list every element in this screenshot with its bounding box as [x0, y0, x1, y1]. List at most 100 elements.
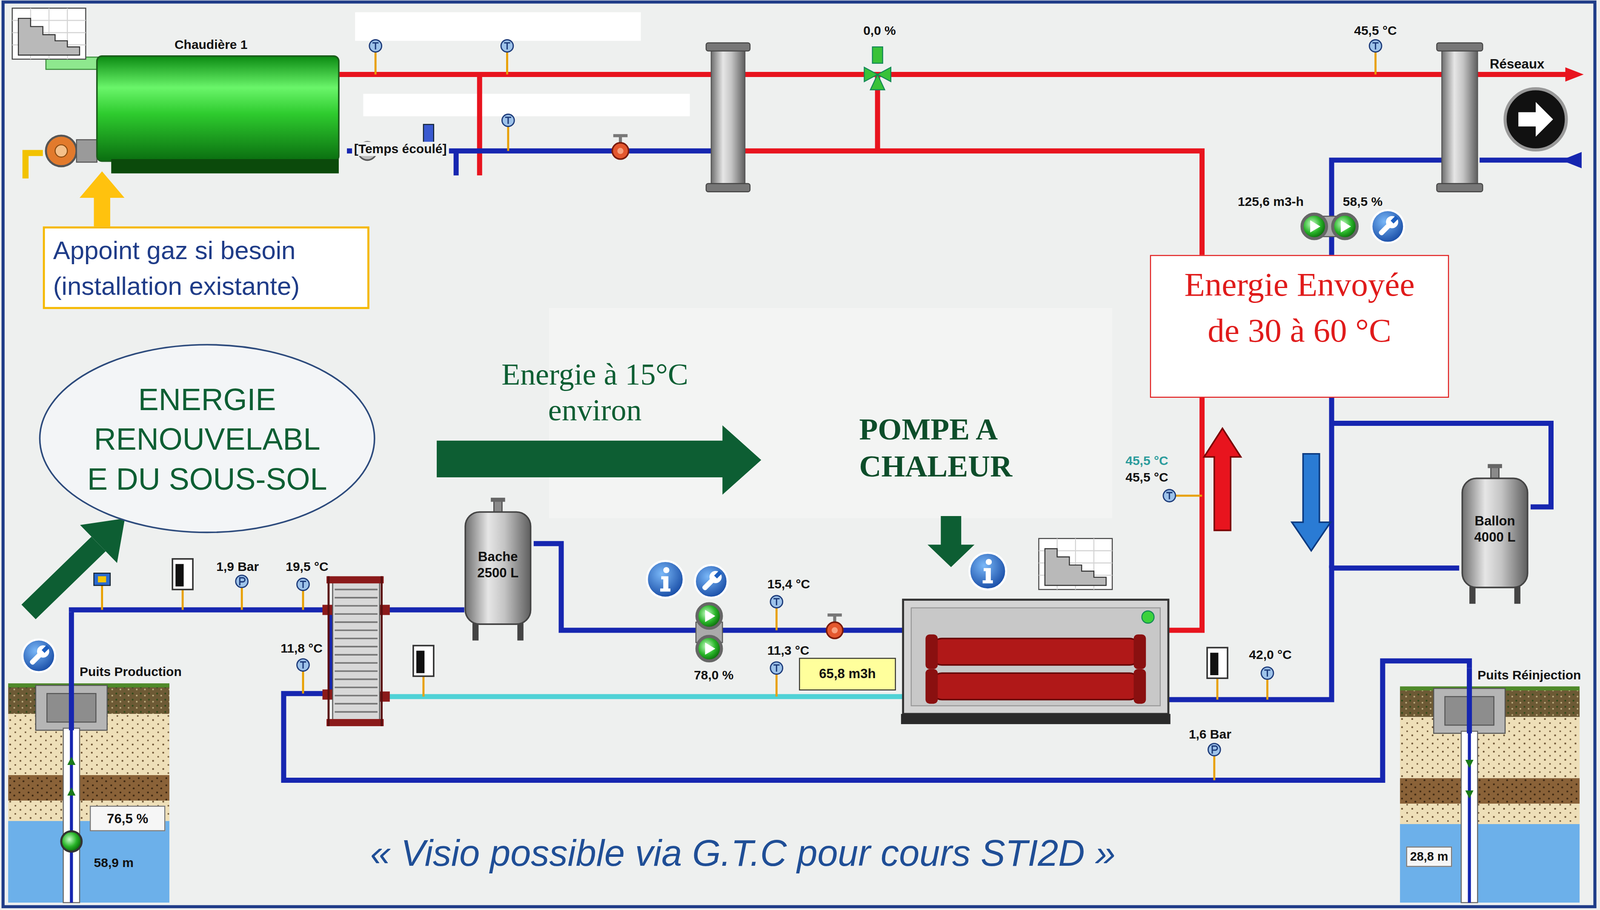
plate-exchanger [328, 576, 382, 727]
heat-pump [931, 638, 1140, 666]
flow-arrow [1565, 67, 1584, 82]
reinjection-well [1465, 760, 1474, 769]
production-well [8, 821, 170, 904]
network-exchanger [1436, 42, 1483, 52]
return-flow-arrow [1291, 454, 1331, 552]
network-exchanger [706, 183, 750, 192]
heat-pump [911, 608, 1161, 707]
temperature-sensor [500, 39, 514, 52]
heat-pump [903, 600, 1169, 715]
info-icon [646, 561, 684, 599]
temperature-sensor [770, 662, 783, 675]
buffer-tank [465, 512, 531, 625]
circulation-pump [1302, 214, 1327, 239]
control-valve [612, 135, 629, 160]
supply-arrow [1204, 428, 1241, 531]
boiler [97, 56, 339, 174]
buffer-tank [472, 623, 479, 642]
measure-value: 45,5 °C [1125, 454, 1168, 469]
storage-tank [1487, 464, 1503, 469]
temperature-sensor [297, 578, 310, 591]
network-exchanger [711, 48, 745, 186]
heat-pump [925, 669, 938, 705]
node-text: ENERGIE RENOUVELABL E DU SOUS-SOL [82, 379, 332, 499]
pressure-sensor [1207, 744, 1221, 757]
navigation-button [1505, 88, 1567, 151]
measure-value: 58,5 % [1342, 194, 1383, 210]
measure-value: 0,0 % [863, 23, 896, 38]
pipe-connector [1168, 568, 1460, 700]
mask-patch [363, 94, 690, 117]
cold-pipe [453, 151, 459, 176]
measure-value: 42,0 °C [1248, 647, 1292, 663]
measure-value: 78,0 % [693, 668, 734, 683]
measure-value: [Temps écoulé] [352, 141, 449, 157]
measure-value: 11,3 °C [767, 644, 810, 659]
measure-value: 19,5 °C [285, 560, 329, 575]
return-flow-arrow [1291, 454, 1331, 552]
equipment-name: Puits Réinjection [1477, 668, 1581, 683]
measure-value: 1,9 Bar [216, 560, 259, 575]
reinjection-well [1466, 668, 1472, 734]
caption-text: « Visio possible via G.T.C pour cours ST… [370, 832, 1116, 876]
supply-arrow [1204, 428, 1241, 531]
production-well [61, 831, 82, 853]
navigation-button [1518, 102, 1554, 138]
expansion-vessel [1207, 647, 1228, 679]
heat-pump [1133, 634, 1146, 670]
level-switch [97, 576, 106, 583]
trend-icon [12, 8, 86, 60]
node-text: Energie Envoyée de 30 à 60 °C [1174, 262, 1425, 354]
pressure-sensor [235, 575, 1221, 756]
flow-arrow [1565, 67, 1584, 82]
measure-value: 1,6 Bar [1188, 727, 1232, 742]
return-arrow [1561, 151, 1582, 169]
heat-pump [901, 714, 1171, 725]
gas-burner [25, 153, 43, 179]
heat-pump [903, 600, 1169, 725]
measure-value: Réseaux [1489, 56, 1545, 72]
circulation-pump [696, 636, 722, 662]
temperature-sensor [369, 39, 382, 52]
trend-icon [12, 8, 1113, 590]
pipe-connector [71, 610, 1470, 781]
energy-arrow [28, 544, 99, 613]
boiler [111, 159, 339, 174]
pointer-arrow [927, 516, 975, 568]
production-well [67, 757, 76, 766]
callout-box: Energie Envoyée de 30 à 60 °C [1150, 254, 1449, 398]
reinjection-well [1465, 790, 1474, 799]
hot-pipe [338, 74, 1568, 631]
production-well [67, 787, 76, 796]
temperature-sensor [297, 659, 310, 672]
maintenance-icon [1371, 210, 1405, 244]
three-way-valve [864, 46, 891, 90]
level-switch [94, 573, 111, 586]
pressure-sensor [235, 575, 249, 588]
storage-tank: Ballon 4000 L [1459, 464, 1531, 604]
reinjection-well [1399, 824, 1580, 904]
heat-pump [1133, 669, 1146, 705]
temperature-sensor [770, 595, 783, 609]
gas-burner [45, 135, 77, 167]
measure-value: 45,5 °C [1125, 470, 1168, 485]
plate-exchanger [326, 576, 384, 584]
node-text: 65,8 m3h [818, 666, 876, 683]
reinjection-well [1399, 804, 1580, 825]
reinjection-well [1399, 778, 1580, 805]
reinjection-well [1461, 731, 1478, 904]
hot-pipe [477, 74, 483, 176]
plate-exchanger [322, 576, 390, 727]
info-icon [646, 552, 1007, 598]
plate-exchanger [326, 719, 384, 727]
measure-value: 58,9 m [94, 855, 134, 871]
flow-annotation: Energie à 15°C environ [487, 357, 702, 428]
level-switch [94, 573, 111, 586]
maintenance-icon [695, 565, 728, 599]
plate-exchanger [332, 582, 380, 721]
plate-exchanger [334, 589, 378, 713]
flow-display: 65,8 m3h [798, 658, 896, 691]
note-box: Appoint gaz si besoin (installation exis… [42, 226, 370, 310]
